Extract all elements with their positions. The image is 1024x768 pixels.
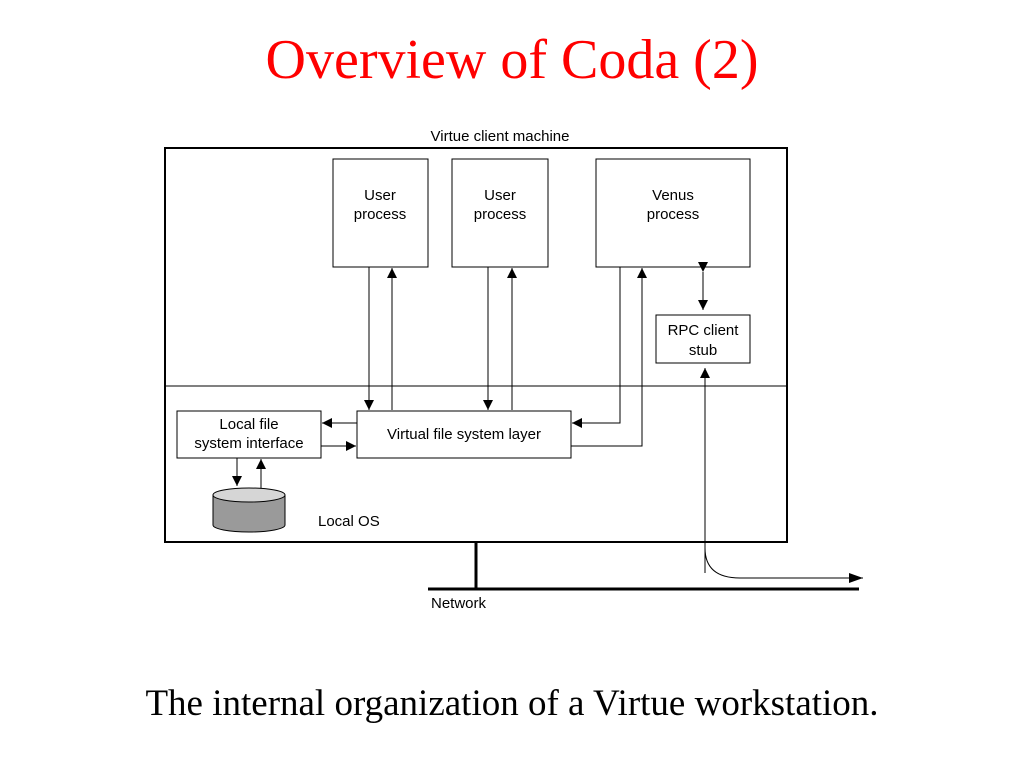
slide-caption: The internal organization of a Virtue wo…: [145, 683, 879, 724]
rpc-network-curve: [704, 540, 863, 583]
venus-process-line1: Venus: [652, 187, 694, 204]
disk-icon: [212, 487, 286, 533]
user-process-2-line2: process: [474, 206, 527, 223]
user-process-1-box: User process: [332, 158, 429, 268]
user-process-1-line2: process: [354, 206, 407, 223]
local-fs-line2: system interface: [194, 435, 303, 452]
rpc-stub-line1: RPC client: [668, 322, 740, 339]
user-process-2-box: User process: [451, 158, 549, 268]
rpc-stub-line2: stub: [689, 342, 717, 359]
local-os-label: Local OS: [318, 513, 380, 530]
user-process-1-line1: User: [364, 187, 396, 204]
user-process-2-line1: User: [484, 187, 516, 204]
network-label: Network: [431, 595, 487, 612]
rpc-client-stub-box: RPC client stub: [655, 314, 751, 364]
local-fs-interface-box: Local file system interface: [176, 410, 322, 459]
venus-process-box: Venus process: [595, 158, 751, 268]
arrow-vfs-to-venus: [571, 268, 647, 447]
arrow-venus-to-vfs: [572, 267, 621, 428]
machine-label: Virtue client machine: [431, 128, 570, 145]
vfs-layer-box: Virtual file system layer: [356, 410, 572, 459]
local-fs-line1: Local file: [219, 416, 278, 433]
vfs-layer-label: Virtual file system layer: [387, 426, 541, 443]
slide-title: Overview of Coda (2): [265, 29, 759, 91]
venus-process-line2: process: [647, 206, 700, 223]
